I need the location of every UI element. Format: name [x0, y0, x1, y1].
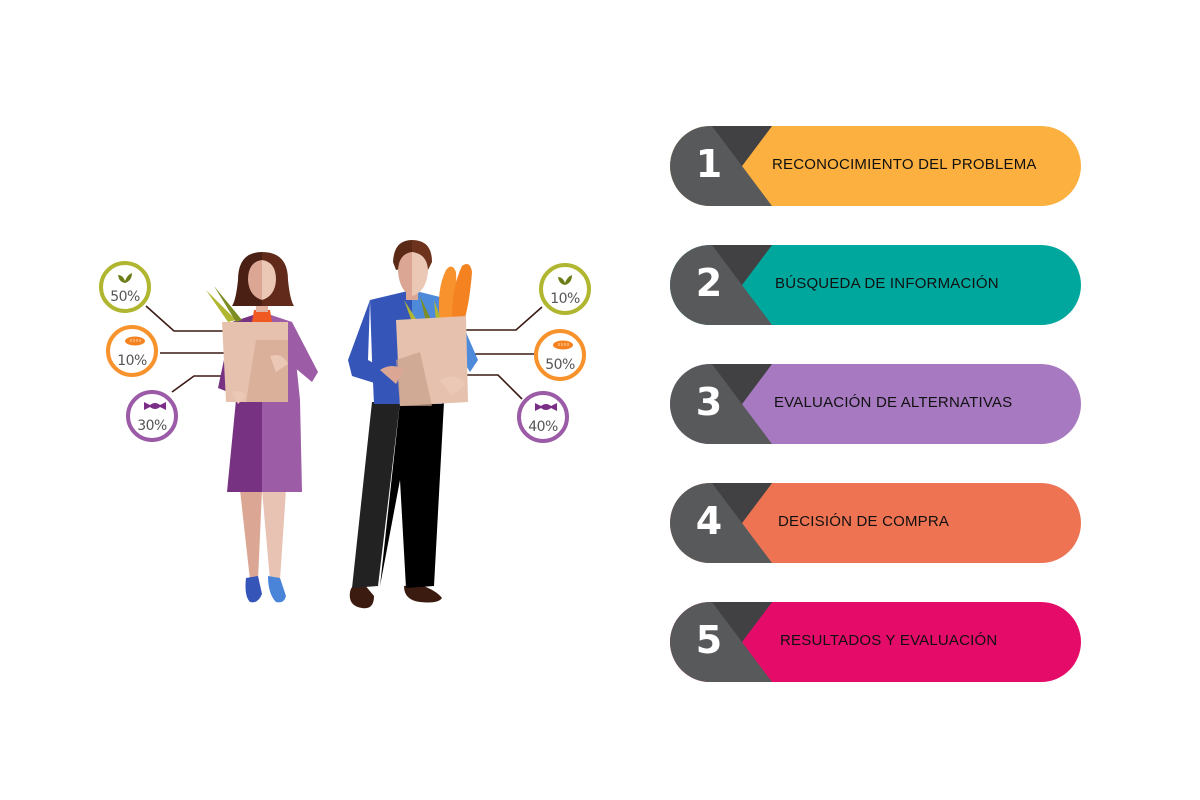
step-5-number: 5: [695, 618, 723, 662]
step-4-label: DECISIÓN DE COMPRA: [778, 513, 950, 530]
woman-candy-percent: 30%: [137, 418, 167, 434]
step-1-number: 1: [695, 142, 723, 186]
vegetable-icon: [118, 273, 132, 283]
step-3: 3 EVALUACIÓN DE ALTERNATIVAS: [670, 364, 1081, 444]
bread-icon: [125, 336, 145, 346]
step-5-label: RESULTADOS Y EVALUACIÓN: [780, 632, 998, 649]
step-2-shape: [670, 245, 1081, 325]
woman-stat-bread: 10%: [106, 325, 158, 377]
step-2-label: BÚSQUEDA DE INFORMACIÓN: [775, 275, 999, 292]
candy-icon: [144, 402, 166, 410]
bread-icon: [553, 340, 573, 350]
woman-bread-percent: 10%: [117, 353, 147, 369]
man-figure: [348, 240, 478, 609]
step-3-shape: [670, 364, 1081, 444]
man-stat-candy: 40%: [517, 391, 569, 443]
step-5: 5 RESULTADOS Y EVALUACIÓN: [670, 602, 1081, 682]
step-1: 1 RECONOCIMIENTO DEL PROBLEMA: [670, 126, 1081, 206]
woman-vegetables-percent: 50%: [110, 289, 140, 305]
man-bread-percent: 50%: [545, 357, 575, 373]
man-candy-percent: 40%: [528, 419, 558, 435]
step-4: 4 DECISIÓN DE COMPRA: [670, 483, 1081, 563]
man-stat-bread: 50%: [534, 329, 586, 381]
step-3-number: 3: [695, 380, 723, 424]
step-2-number: 2: [695, 261, 723, 305]
step-1-shape: [670, 126, 1081, 206]
woman-stat-vegetables: 50%: [99, 261, 151, 313]
candy-icon: [535, 403, 557, 411]
step-3-label: EVALUACIÓN DE ALTERNATIVAS: [774, 394, 1013, 411]
step-4-number: 4: [695, 499, 723, 543]
step-4-shape: [670, 483, 1081, 563]
step-5-shape: [670, 602, 1081, 682]
step-1-label: RECONOCIMIENTO DEL PROBLEMA: [772, 156, 1037, 173]
woman-figure: [206, 252, 318, 603]
step-2: 2 BÚSQUEDA DE INFORMACIÓN: [670, 245, 1081, 325]
woman-stat-candy: 30%: [126, 390, 178, 442]
man-vegetables-percent: 10%: [550, 291, 580, 307]
man-stat-vegetables: 10%: [539, 263, 591, 315]
vegetable-icon: [558, 275, 572, 285]
